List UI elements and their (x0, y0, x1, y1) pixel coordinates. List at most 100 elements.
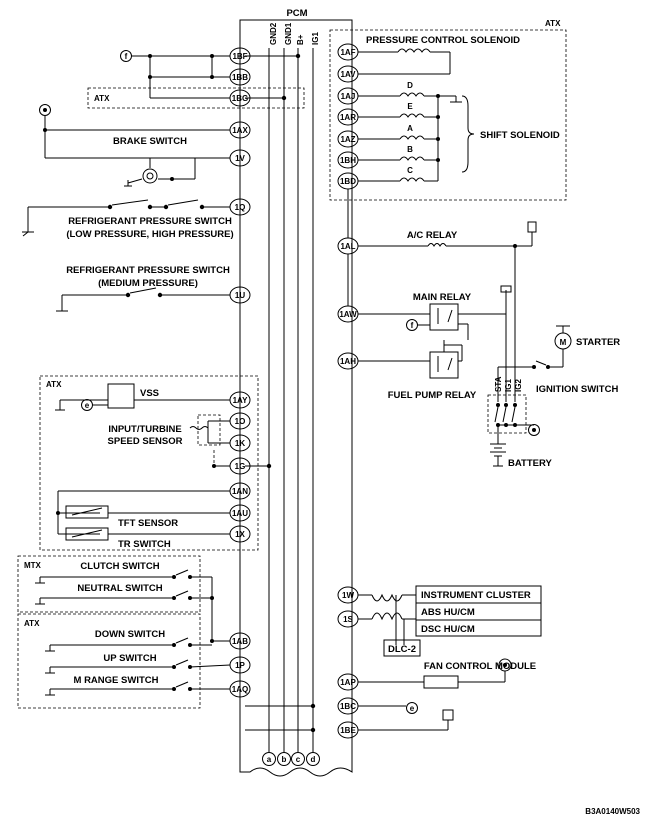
pcm-col-gnd1: GND1 (284, 22, 293, 45)
terminal-a: a (267, 755, 272, 764)
ignition-switch: STA IG1 IG2 IGNITION SWITCH BATTERY (487, 367, 618, 469)
turbine-sensor-label-1: INPUT/TURBINE (108, 424, 181, 435)
pin-1AX: 1AX (232, 126, 248, 135)
mtx-label: MTX (24, 561, 42, 570)
pin-1AR: 1AR (340, 113, 356, 122)
ac-relay: A/C RELAY (358, 221, 537, 370)
solenoid-letter-a: A (407, 124, 413, 133)
starter-m: M (560, 338, 567, 347)
tr-switch-label: TR SWITCH (118, 539, 171, 550)
figure-id: B3A0140W503 (585, 807, 640, 816)
ign-col-ig1: IG1 (504, 379, 513, 392)
fan-control-module-label: FAN CONTROL MODULE (424, 661, 536, 672)
solenoid-letter-e: E (407, 102, 413, 111)
solenoid-letter-b: B (407, 145, 413, 154)
top-left-ground-circuit: f ATX (87, 50, 305, 109)
up-switch-label: UP SWITCH (103, 653, 156, 664)
abs-hu-cm-label: ABS HU/CM (421, 607, 475, 618)
atx-sensor-group: ATX VSS e INPUT/TURBINE SPEED SENSOR TFT… (39, 375, 259, 551)
atx-label-switches: ATX (24, 619, 40, 628)
pin-1K: 1K (235, 439, 245, 448)
pcm-col-ig1: IG1 (311, 32, 320, 45)
ign-col-ig2: IG2 (514, 379, 523, 392)
pcm-col-bplus: B+ (296, 34, 305, 45)
instrument-cluster-label: INSTRUMENT CLUSTER (421, 590, 531, 601)
solenoid-letter-d: D (407, 81, 413, 90)
pin-1BG: 1BG (232, 94, 248, 103)
brake-switch-label: BRAKE SWITCH (113, 136, 187, 147)
solenoid-group: ATX PRESSURE CONTROL SOLENOID D E A B C (329, 19, 567, 201)
pin-1W: 1W (342, 591, 354, 600)
pin-1BF: 1BF (232, 52, 247, 61)
fan-control-module: FAN CONTROL MODULE (358, 658, 536, 689)
pin-1AW: 1AW (339, 310, 357, 319)
neutral-switch-label: NEUTRAL SWITCH (77, 583, 162, 594)
ref-e-vss: e (85, 401, 90, 410)
solenoid-letter-c: C (407, 166, 413, 175)
turbine-sensor-label-2: SPEED SENSOR (108, 436, 183, 447)
pressure-control-solenoid-label: PRESSURE CONTROL SOLENOID (366, 35, 520, 46)
down-switch-label: DOWN SWITCH (95, 629, 165, 640)
dlc2-label: DLC-2 (388, 644, 416, 655)
pin-1S: 1S (343, 615, 353, 624)
right-pins: 1AF 1AV 1AJ 1AR 1AZ 1BH 1BD 1AL 1AW 1AH … (337, 43, 359, 739)
m-range-switch-label: M RANGE SWITCH (74, 675, 159, 686)
terminal-d: d (311, 755, 316, 764)
atx-label-1bg: ATX (94, 94, 110, 103)
pin-1X: 1X (235, 530, 245, 539)
terminal-b: b (282, 755, 287, 764)
fuel-pump-relay: FUEL PUMP RELAY (358, 340, 477, 401)
pin-1AH: 1AH (340, 357, 356, 366)
pcm-block: PCM GND2 GND1 B+ IG1 a b c d (239, 8, 353, 777)
pin-1AF: 1AF (340, 48, 355, 57)
pin-1BH: 1BH (340, 156, 356, 165)
refrig-switch-label: REFRIGERANT PRESSURE SWITCH (68, 216, 232, 227)
tft-sensor-label: TFT SENSOR (118, 518, 178, 529)
pcm-bottom-terminals: a b c d (262, 752, 320, 766)
brake-switch: BRAKE SWITCH (39, 104, 230, 187)
battery-label: BATTERY (508, 458, 552, 469)
pin-1O: 1O (235, 417, 246, 426)
mtx-switch-group: MTX CLUTCH SWITCH NEUTRAL SWITCH (17, 555, 214, 641)
ref-e-1bc: e (410, 704, 415, 713)
terminal-c: c (296, 755, 301, 764)
pcm-col-gnd2: GND2 (269, 22, 278, 45)
shift-solenoid-label: SHIFT SOLENOID (480, 130, 560, 141)
pin-1P: 1P (235, 661, 245, 670)
ac-relay-label: A/C RELAY (407, 230, 458, 241)
pin-1AY: 1AY (233, 396, 248, 405)
atx-label-sensors: ATX (46, 380, 62, 389)
pin-1BB: 1BB (232, 73, 248, 82)
atx-switch-group: ATX DOWN SWITCH UP SWITCH M RANGE SWITCH (17, 613, 231, 709)
refrigerant-switch-medium: REFRIGERANT PRESSURE SWITCH (MEDIUM PRES… (56, 265, 230, 312)
refrig-medium-label: (MEDIUM PRESSURE) (98, 278, 198, 289)
fuel-pump-relay-label: FUEL PUMP RELAY (388, 390, 477, 401)
starter: M STARTER (498, 325, 620, 369)
pin-1G: 1G (235, 462, 246, 471)
pin-1AP: 1AP (340, 678, 356, 687)
ref-f-main: f (411, 321, 414, 330)
pin-1AN: 1AN (232, 487, 248, 496)
bottom-right-circuits: e (358, 702, 454, 731)
pin-1AU: 1AU (232, 509, 248, 518)
pin-1BE: 1BE (340, 726, 356, 735)
ref-f-top: f (125, 52, 128, 61)
clutch-switch-label: CLUTCH SWITCH (80, 561, 159, 572)
can-bus-modules: INSTRUMENT CLUSTER ABS HU/CM DSC HU/CM D… (358, 585, 542, 657)
pin-1AJ: 1AJ (341, 92, 356, 101)
pin-1U: 1U (235, 291, 245, 300)
pcm-title: PCM (286, 8, 307, 19)
pin-1V: 1V (235, 154, 245, 163)
main-relay-label: MAIN RELAY (413, 292, 472, 303)
pin-1AL: 1AL (340, 242, 355, 251)
starter-label: STARTER (576, 337, 620, 348)
pin-1AZ: 1AZ (340, 135, 355, 144)
refrig-switch-medium-label: REFRIGERANT PRESSURE SWITCH (66, 265, 230, 276)
refrig-low-high-label: (LOW PRESSURE, HIGH PRESSURE) (66, 229, 233, 240)
pin-1BD: 1BD (340, 177, 356, 186)
main-relay: MAIN RELAY f (358, 285, 512, 370)
dsc-hu-cm-label: DSC HU/CM (421, 624, 475, 635)
pin-1AV: 1AV (341, 70, 357, 79)
refrigerant-switch-low-high: REFRIGERANT PRESSURE SWITCH (LOW PRESSUR… (22, 199, 234, 240)
